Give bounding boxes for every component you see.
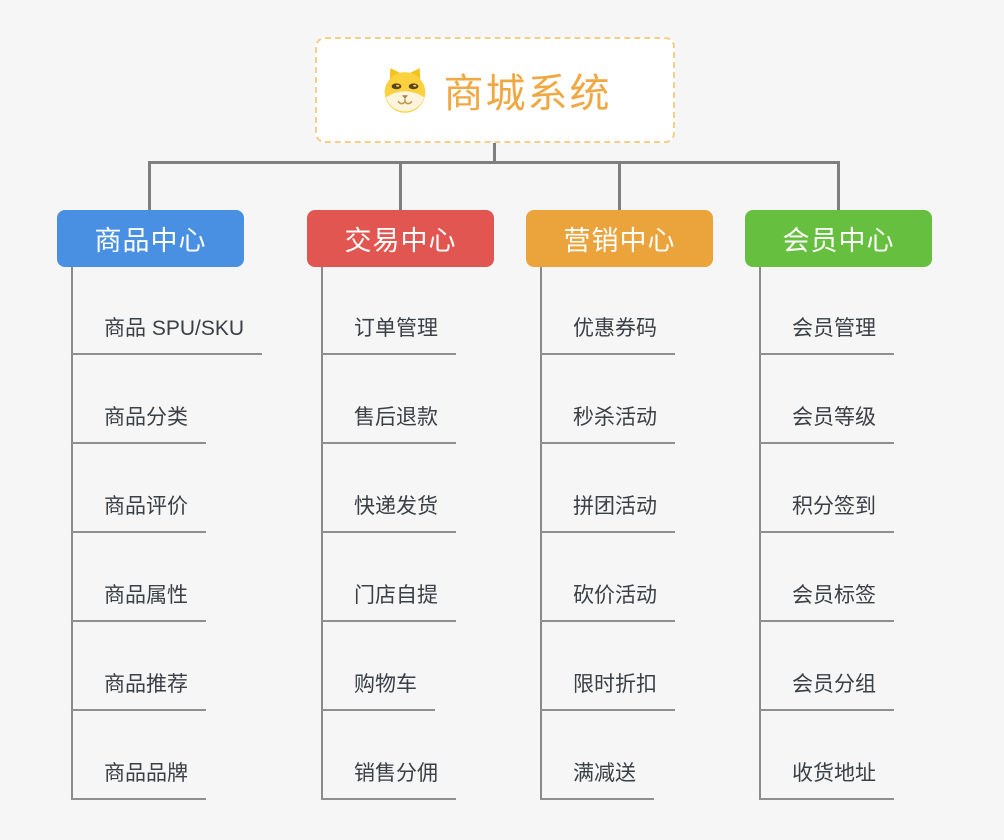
leaf-node[interactable]: 订单管理 <box>321 314 456 355</box>
leaf-node[interactable]: 砍价活动 <box>540 581 675 622</box>
leaf-node[interactable]: 销售分佣 <box>321 759 456 800</box>
connector-drop-marketing <box>618 161 621 210</box>
leaf-node[interactable]: 拼团活动 <box>540 492 675 533</box>
trunk-line-trade <box>321 267 323 800</box>
leaf-node[interactable]: 商品推荐 <box>71 670 206 711</box>
leaf-node[interactable]: 快递发货 <box>321 492 456 533</box>
leaf-node[interactable]: 门店自提 <box>321 581 456 622</box>
connector-drop-member <box>837 161 840 210</box>
leaf-node[interactable]: 会员标签 <box>759 581 894 622</box>
leaf-node[interactable]: 限时折扣 <box>540 670 675 711</box>
leaf-node[interactable]: 积分签到 <box>759 492 894 533</box>
leaf-node[interactable]: 会员分组 <box>759 670 894 711</box>
connector-horizontal <box>148 161 840 164</box>
connector-drop-product <box>148 161 151 210</box>
leaf-node[interactable]: 会员管理 <box>759 314 894 355</box>
leaf-node[interactable]: 商品品牌 <box>71 759 206 800</box>
trunk-line-product <box>71 267 73 800</box>
connector-root-stub <box>493 143 496 164</box>
branch-node-marketing-center[interactable]: 营销中心 <box>526 210 713 267</box>
leaf-node[interactable]: 商品分类 <box>71 403 206 444</box>
branch-node-trade-center[interactable]: 交易中心 <box>307 210 494 267</box>
branch-node-product-center[interactable]: 商品中心 <box>57 210 244 267</box>
connector-drop-trade <box>399 161 402 210</box>
leaf-node[interactable]: 优惠券码 <box>540 314 675 355</box>
leaf-node[interactable]: 商品评价 <box>71 492 206 533</box>
leaf-node[interactable]: 购物车 <box>321 670 435 711</box>
leaf-node[interactable]: 秒杀活动 <box>540 403 675 444</box>
root-title: 商城系统 <box>443 72 612 116</box>
leaf-node[interactable]: 会员等级 <box>759 403 894 444</box>
trunk-line-member <box>759 267 761 800</box>
leaf-node[interactable]: 售后退款 <box>321 403 456 444</box>
trunk-line-marketing <box>540 267 542 800</box>
branch-node-member-center[interactable]: 会员中心 <box>745 210 932 267</box>
dog-face-icon <box>379 64 431 116</box>
root-node-mall-system[interactable]: 商城系统 <box>315 37 675 143</box>
leaf-node[interactable]: 商品 SPU/SKU <box>71 314 263 355</box>
leaf-node[interactable]: 商品属性 <box>71 581 206 622</box>
leaf-node[interactable]: 满减送 <box>540 759 654 800</box>
leaf-node[interactable]: 收货地址 <box>759 759 894 800</box>
